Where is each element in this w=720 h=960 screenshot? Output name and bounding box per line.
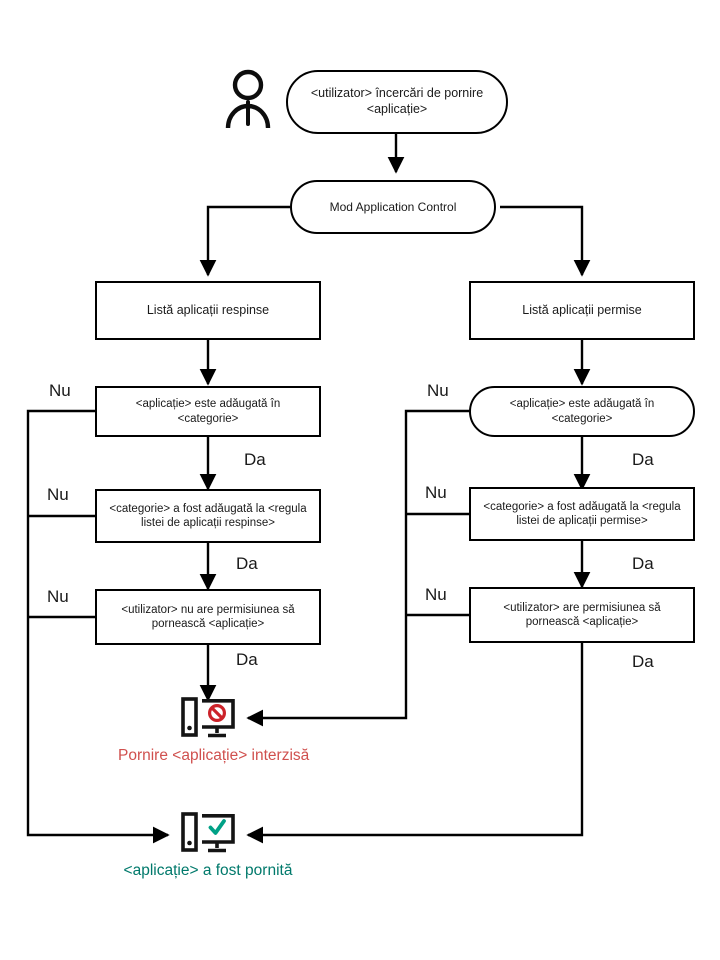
terminal-start-denied-caption: Pornire <aplicație> interzisă xyxy=(118,747,310,764)
terminal-start-denied: Pornire <aplicație> interzisă xyxy=(118,697,310,765)
node-start-label: <utilizator> încercări de pornire <aplic… xyxy=(310,86,484,116)
node-allowed-applications-list-label: Listă aplicații permise xyxy=(522,302,642,317)
terminal-app-started-caption: <aplicație> a fost pornită xyxy=(123,862,293,879)
node-application-control-mode-label: Mod Application Control xyxy=(329,199,457,214)
edge-label-deny-q1-yes: Da xyxy=(244,450,266,469)
node-category-added-to-allow-rule[interactable]: <categorie> a fost adăugată la <regula l… xyxy=(469,487,695,541)
node-allowed-app-in-category[interactable]: <aplicație> este adăugată în <categorie> xyxy=(469,386,695,437)
terminal-app-started: <aplicație> a fost pornită xyxy=(118,812,298,880)
edge-label-deny-q1-no: Nu xyxy=(49,381,71,400)
edge-label-allow-q1-no: Nu xyxy=(427,381,449,400)
edge-label-allow-q1-yes: Da xyxy=(632,450,654,469)
node-allowed-applications-list[interactable]: Listă aplicații permise xyxy=(469,281,695,340)
node-category-added-to-allow-rule-label: <categorie> a fost adăugată la <regula l… xyxy=(483,500,681,527)
edge-label-allow-q2-yes: Da xyxy=(632,554,654,573)
node-start[interactable]: <utilizator> încercări de pornire <aplic… xyxy=(286,70,508,134)
actor xyxy=(222,68,274,130)
node-user-allowed-to-start-label: <utilizator> are permisiunea să porneasc… xyxy=(503,601,661,628)
computer-check-icon xyxy=(181,812,235,853)
node-denied-applications-list[interactable]: Listă aplicații respinse xyxy=(95,281,321,340)
node-user-not-allowed-to-start[interactable]: <utilizator> nu are permisiunea să porne… xyxy=(95,589,321,645)
node-denied-app-in-category[interactable]: <aplicație> este adăugată în <categorie> xyxy=(95,386,321,437)
node-category-added-to-deny-rule-label: <categorie> a fost adăugată la <regula l… xyxy=(109,502,307,529)
node-denied-app-in-category-label: <aplicație> este adăugată în <categorie> xyxy=(135,398,281,425)
edge-label-allow-q2-no: Nu xyxy=(425,483,447,502)
node-allowed-app-in-category-label: <aplicație> este adăugată în <categorie> xyxy=(509,398,655,425)
edge-label-deny-q3-no: Nu xyxy=(47,587,69,606)
computer-blocked-icon xyxy=(181,697,235,738)
edge-label-deny-q2-yes: Da xyxy=(236,554,258,573)
node-category-added-to-deny-rule[interactable]: <categorie> a fost adăugată la <regula l… xyxy=(95,489,321,543)
node-user-not-allowed-to-start-label: <utilizator> nu are permisiunea să porne… xyxy=(121,603,295,630)
node-application-control-mode[interactable]: Mod Application Control xyxy=(290,180,496,234)
edge-label-allow-q3-yes: Da xyxy=(632,652,654,671)
edge-label-allow-q3-no: Nu xyxy=(425,585,447,604)
node-denied-applications-list-label: Listă aplicații respinse xyxy=(146,302,270,317)
edge-label-deny-q3-yes: Da xyxy=(236,650,258,669)
node-user-allowed-to-start[interactable]: <utilizator> are permisiunea să porneasc… xyxy=(469,587,695,643)
user-icon xyxy=(225,69,271,129)
edge-label-deny-q2-no: Nu xyxy=(47,485,69,504)
